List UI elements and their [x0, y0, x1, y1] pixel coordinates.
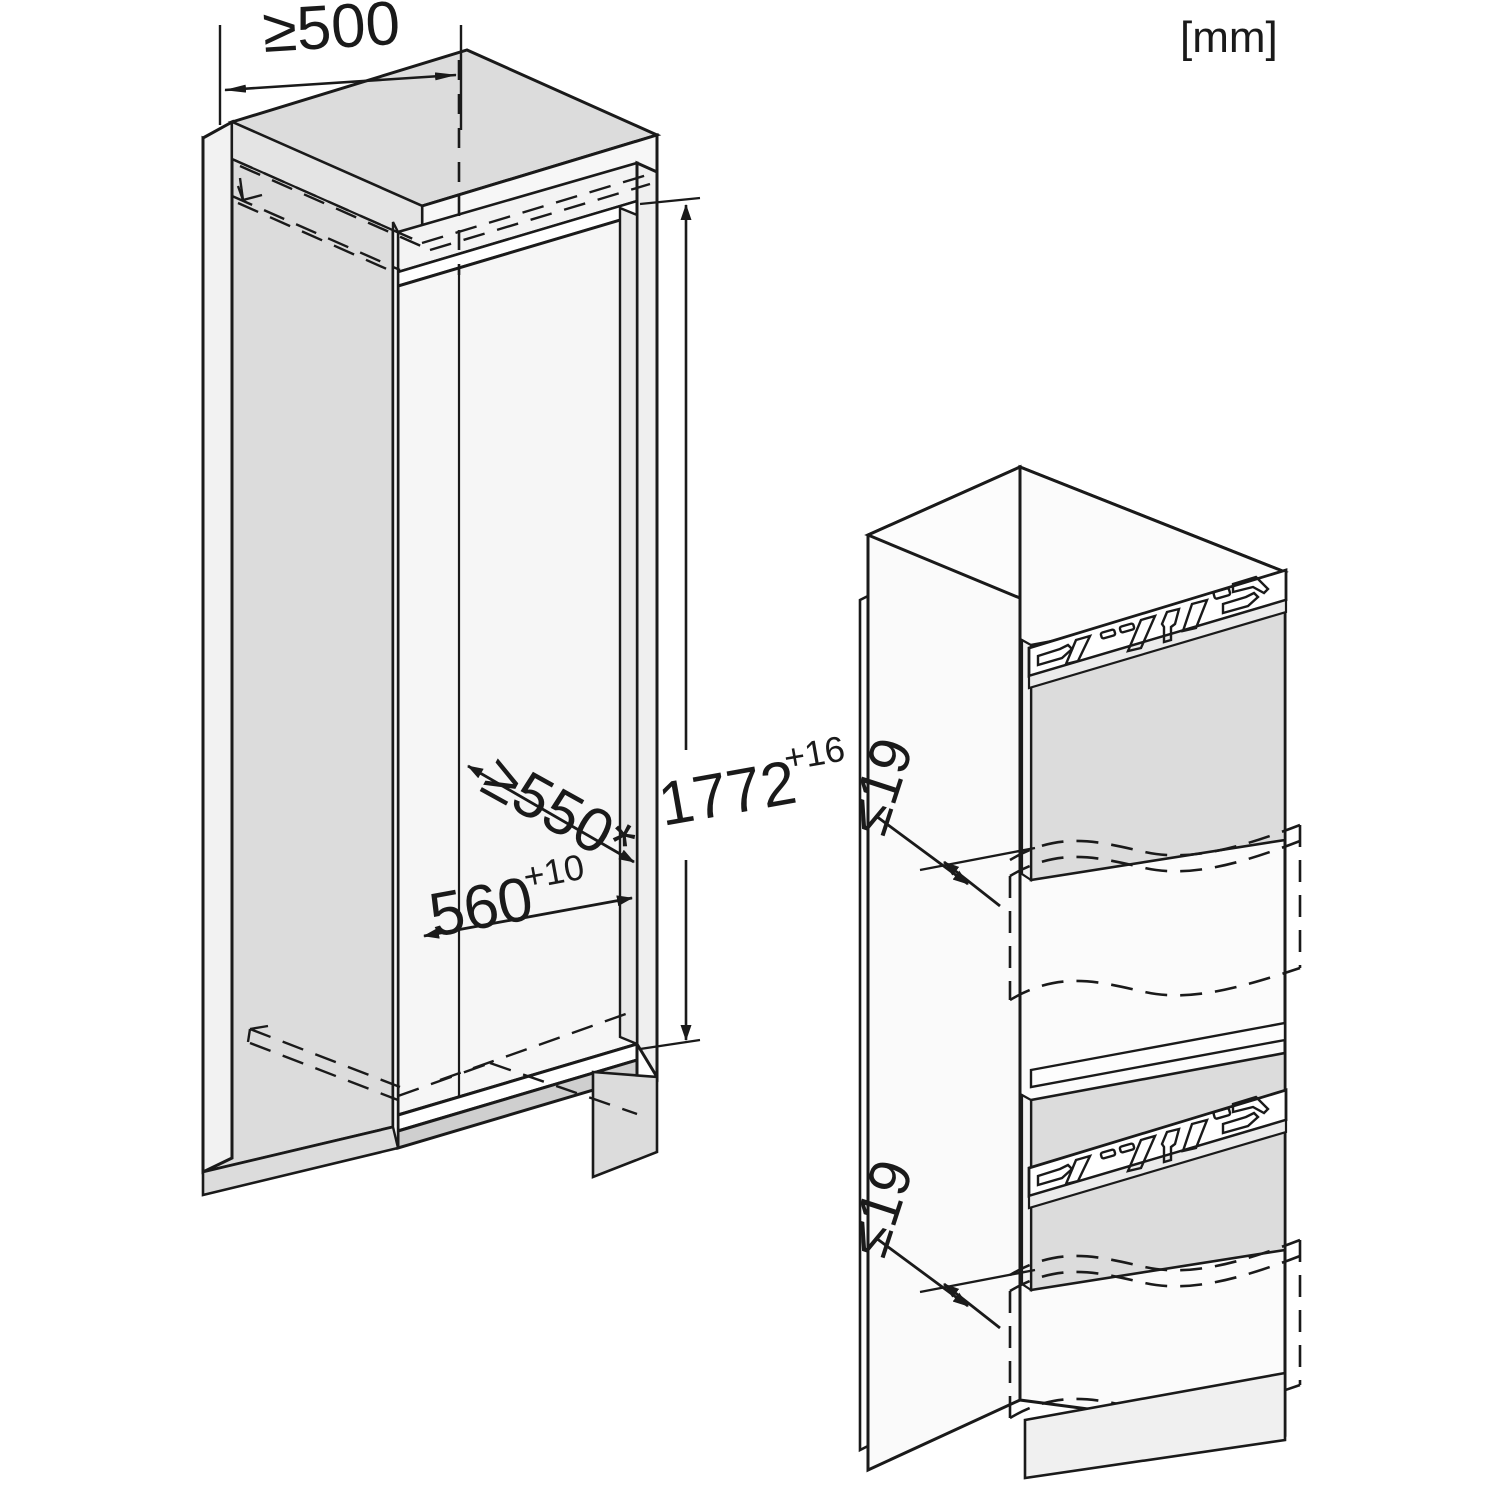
- hidden-lines-top: [231, 157, 658, 276]
- hidden-lines-bottom-arrow: [246, 1024, 269, 1043]
- hidden-lines-bottom: [249, 1008, 638, 1116]
- cabinet-bottom-plinth: [591, 1070, 659, 1179]
- label-niche-height: 1772 +16: [653, 728, 848, 840]
- cabinet-bottom-board: [201, 1041, 639, 1197]
- upper-door-furniture-dashed: [1008, 823, 1302, 1002]
- appliance-door-gap: [1029, 1021, 1287, 1089]
- dimension-niche-inner-depth: [467, 764, 635, 864]
- lower-mounting-rail: [1027, 1088, 1288, 1210]
- cabinet-left-side-panel: [201, 119, 425, 1175]
- cabinet-right-front-edge: [618, 160, 659, 1083]
- dimension-door-gap-top: [875, 814, 1036, 908]
- cabinet-back-wall: [396, 212, 639, 1118]
- label-niche-height-value: 1772: [653, 748, 801, 840]
- lower-door-furniture-dashed: [1008, 1238, 1302, 1420]
- appliance-plinth: [1023, 1371, 1287, 1480]
- label-niche-depth: ≥500: [261, 0, 402, 66]
- dimension-niche-depth: [218, 25, 463, 130]
- upper-mounting-rail: [1027, 568, 1288, 690]
- cabinet-niche-group: [201, 25, 701, 1197]
- label-niche-height-tolerance: +16: [781, 728, 848, 779]
- dimension-door-gap-bottom: [875, 1236, 1036, 1330]
- unit-label: [mm]: [1180, 13, 1278, 62]
- hidden-lines-top-arrow: [236, 177, 263, 202]
- appliance-left-face: [866, 464, 1022, 1473]
- dimension-niche-width: [423, 895, 633, 939]
- appliance-group: [858, 464, 1302, 1480]
- svg-text:≥500: ≥500: [261, 0, 402, 66]
- dimension-niche-height: [639, 196, 701, 1051]
- cabinet-inner-left-edge: [391, 221, 400, 1149]
